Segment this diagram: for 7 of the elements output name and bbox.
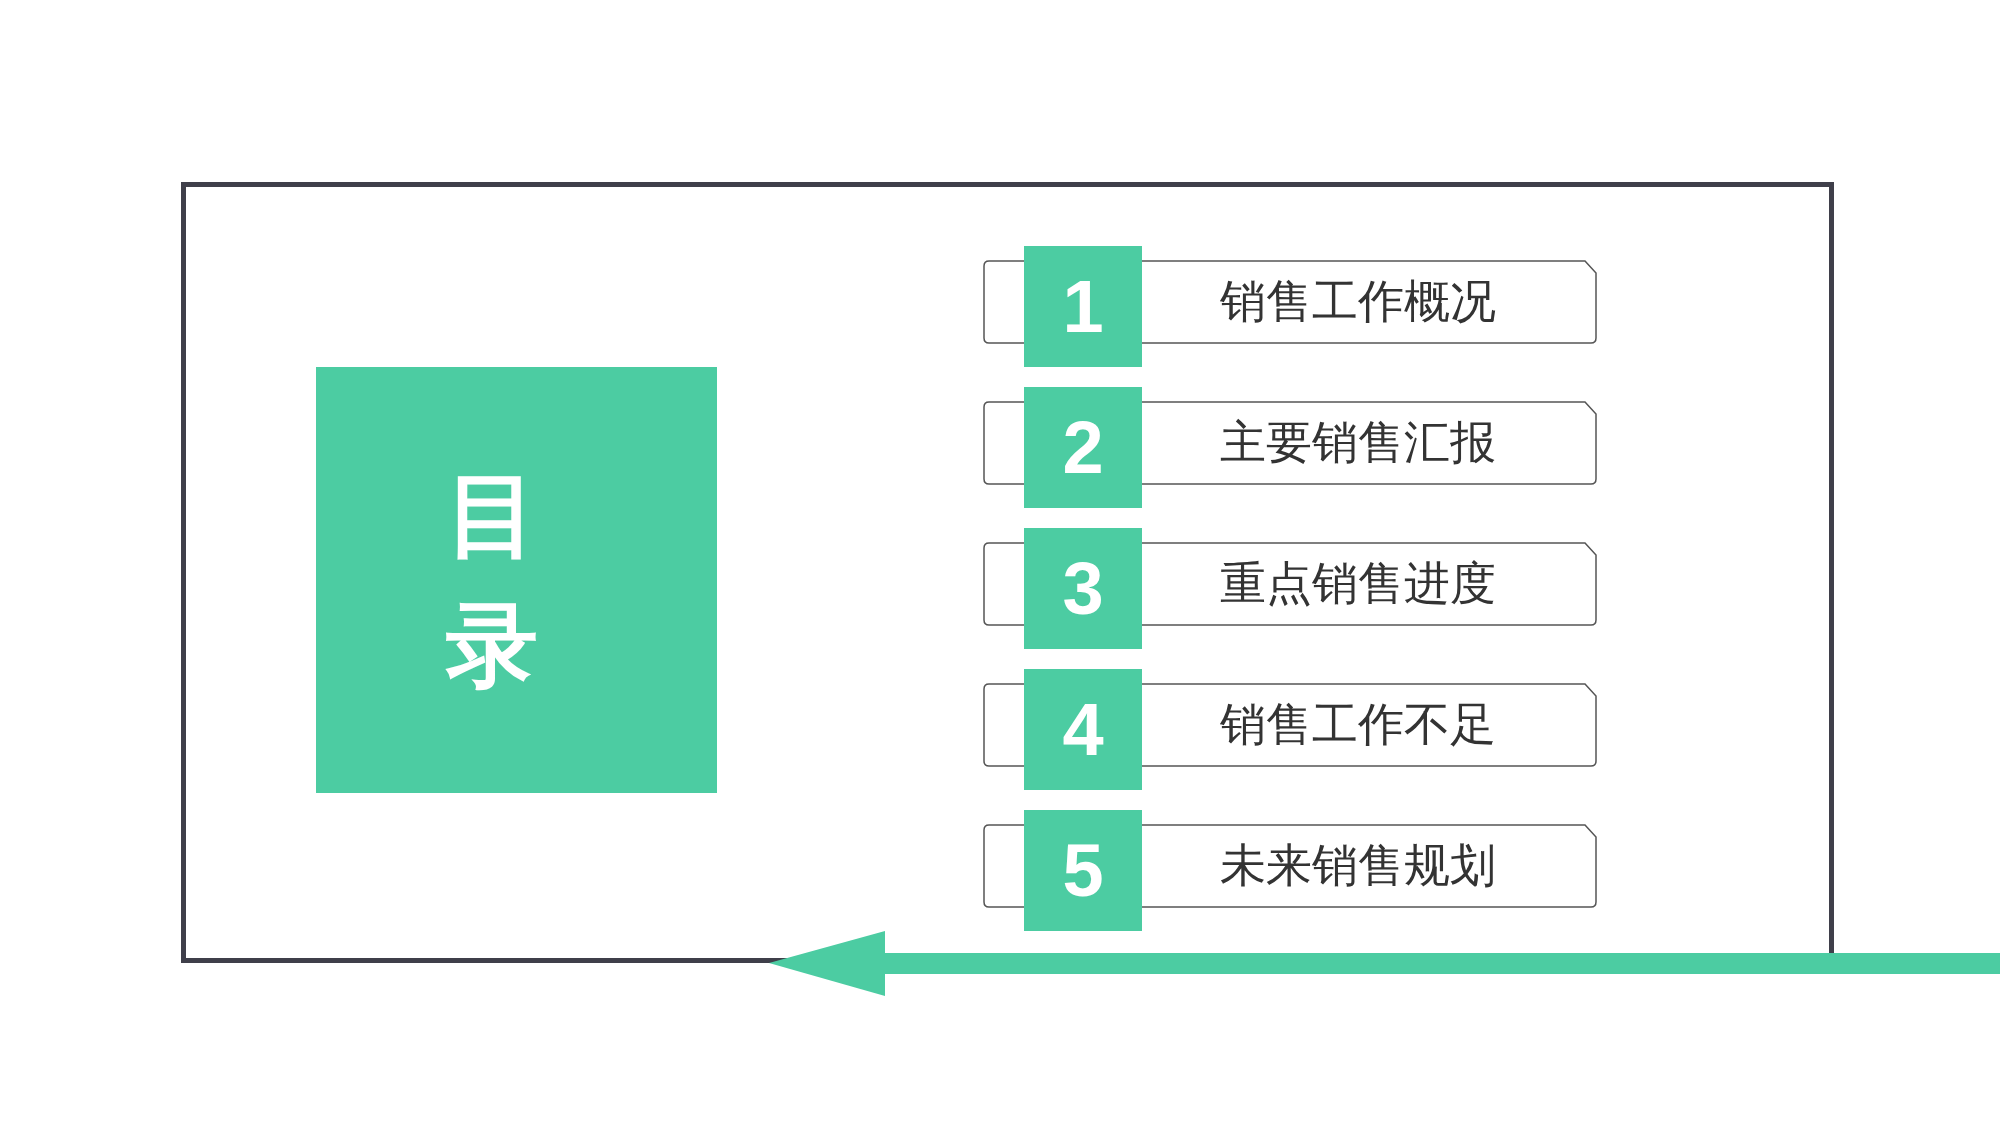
title-box: 目录 xyxy=(316,367,717,793)
number-box: 4 xyxy=(1024,669,1142,790)
number-box: 2 xyxy=(1024,387,1142,508)
number-box: 1 xyxy=(1024,246,1142,367)
frame-border xyxy=(181,182,1834,963)
number-box: 5 xyxy=(1024,810,1142,931)
number-box: 3 xyxy=(1024,528,1142,649)
